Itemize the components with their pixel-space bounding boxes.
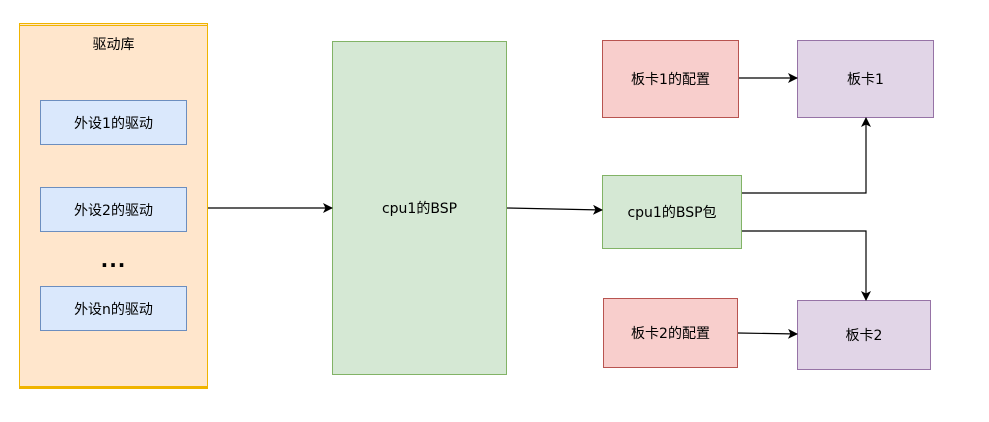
board2-node: 板卡2 [797,300,931,370]
board1-config-node: 板卡1的配置 [602,40,739,118]
board2-config-node: 板卡2的配置 [603,298,738,368]
edge-bsp-package-to-board1 [742,117,871,194]
driver-library-title: 驱动库 [92,37,135,53]
driver-item-peripheral-n: 外设n的驱动 [40,286,187,331]
driver-item-peripheral-2: 外设2的驱动 [40,187,187,232]
bsp-package-node: cpu1的BSP包 [602,175,742,249]
driver-list-ellipsis: ... [100,248,127,272]
edge-cpu-bsp-to-bsp-package [506,204,603,215]
edge-bsp-package-to-board2 [742,230,871,301]
edge-board2-config-to-board2 [737,328,798,339]
cpu-bsp-node: cpu1的BSP [332,41,507,375]
driver-item-peripheral-1: 外设1的驱动 [40,100,187,145]
